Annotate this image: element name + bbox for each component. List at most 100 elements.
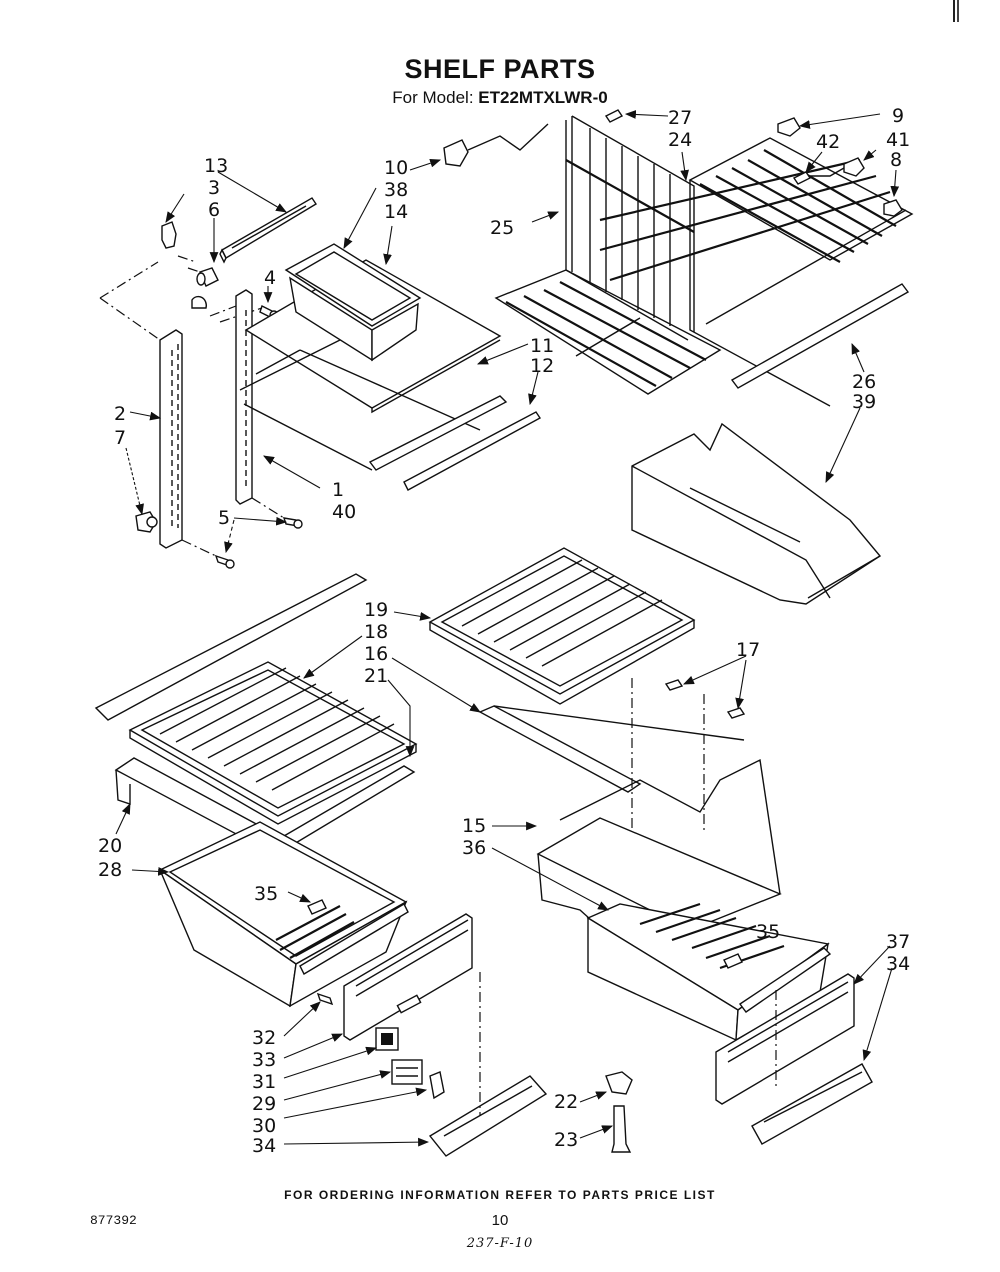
part-10-hinge xyxy=(443,139,469,167)
part-11-shelf-frame xyxy=(239,329,508,471)
callout-26: 26 xyxy=(852,371,876,393)
part-shelf-trim-strip xyxy=(94,573,368,721)
callout-41: 41 xyxy=(886,129,910,151)
part-39-door-bin xyxy=(631,422,882,605)
part-26-shelf-rail xyxy=(730,283,910,389)
part-7-glide xyxy=(135,511,158,533)
part-36-crisper-right xyxy=(586,902,832,1042)
callout-9: 9 xyxy=(892,105,904,127)
assembly-line xyxy=(99,255,263,323)
callout-42: 42 xyxy=(816,131,840,153)
part-23-leveling-leg xyxy=(611,1105,632,1153)
catalog-number: 877392 xyxy=(90,1213,137,1228)
part-38-deli-bin xyxy=(284,243,422,362)
part-30-clip xyxy=(429,1071,445,1100)
callout-33: 33 xyxy=(252,1049,276,1071)
assembly-line xyxy=(99,297,161,341)
part-18-shelf-left xyxy=(128,661,418,825)
callout-28: 28 xyxy=(98,859,122,881)
callout-8: 8 xyxy=(890,149,902,171)
callout-5: 5 xyxy=(218,507,230,529)
part-28-crisper-left xyxy=(158,821,409,1008)
callout-2: 2 xyxy=(114,403,126,425)
callout-19: 19 xyxy=(364,599,388,621)
callout-18: 18 xyxy=(364,621,388,643)
callout-20: 20 xyxy=(98,835,122,857)
part-24-wire-shelf-right xyxy=(599,137,914,407)
callout-40: 40 xyxy=(332,501,356,523)
part-25-wire-shelf-back xyxy=(565,115,695,341)
callout-30: 30 xyxy=(252,1115,276,1137)
part-3-bracket xyxy=(161,221,177,249)
callout-labels: 13 3 6 4 10 38 14 25 27 24 9 42 41 8 11 … xyxy=(98,105,910,1157)
part-35-roller xyxy=(307,899,327,915)
part-1-right-standard xyxy=(235,289,253,505)
part-16-shelf-bracket xyxy=(478,705,745,793)
callout-36: 36 xyxy=(462,837,486,859)
callout-27: 27 xyxy=(668,107,692,129)
callout-4: 4 xyxy=(264,267,276,289)
scan-edge-mark xyxy=(953,0,955,22)
part-42-screw xyxy=(792,167,845,185)
callout-39: 39 xyxy=(852,391,876,413)
model-line: For Model: ET22MTXLWR-0 xyxy=(0,88,1000,108)
callout-3: 3 xyxy=(208,177,220,199)
part-22-roller-support xyxy=(605,1071,633,1095)
break-line xyxy=(467,123,549,151)
part-29-label-plate xyxy=(391,1059,423,1085)
assembly-line xyxy=(631,678,705,830)
part-33-drawer-front xyxy=(343,913,473,1041)
part-17-screws xyxy=(664,679,746,719)
part-35-roller-right xyxy=(723,953,743,969)
part-31-handle-insert xyxy=(375,1027,399,1051)
page-title: SHELF PARTS xyxy=(404,54,596,84)
callout-1: 1 xyxy=(332,479,344,501)
part-25-wire-shelf-floor xyxy=(494,269,722,395)
part-cap xyxy=(191,295,207,309)
callout-10: 10 xyxy=(384,157,408,179)
part-8-stud xyxy=(883,199,903,217)
callout-22: 22 xyxy=(554,1091,578,1113)
part-41-cam xyxy=(843,157,865,177)
model-label: For Model: xyxy=(392,88,474,107)
callout-31: 31 xyxy=(252,1071,276,1093)
callout-21: 21 xyxy=(364,665,388,687)
callout-16: 16 xyxy=(364,643,388,665)
part-12-shelf-rail xyxy=(403,411,542,491)
callout-13: 13 xyxy=(204,155,228,177)
callout-12: 12 xyxy=(530,355,554,377)
part-34-trim-left xyxy=(428,1075,548,1157)
callout-38: 38 xyxy=(384,179,408,201)
callout-35: 35 xyxy=(254,883,278,905)
part-2-left-standard xyxy=(159,329,183,549)
callout-29: 29 xyxy=(252,1093,276,1115)
part-5-screws xyxy=(181,497,303,569)
callout-32: 32 xyxy=(252,1027,276,1049)
callout-6: 6 xyxy=(208,199,220,221)
part-9-cam xyxy=(777,117,801,137)
callout-14: 14 xyxy=(384,201,408,223)
model-number: ET22MTXLWR-0 xyxy=(478,88,608,107)
part-27-screw xyxy=(604,109,624,123)
document-reference: 237-F-10 xyxy=(466,1236,534,1251)
callout-17: 17 xyxy=(736,639,760,661)
callout-34: 34 xyxy=(252,1135,276,1157)
leader-lines xyxy=(115,110,900,1147)
callout-35: 35 xyxy=(756,921,780,943)
callout-7: 7 xyxy=(114,427,126,449)
page-number: 10 xyxy=(491,1212,509,1229)
callout-37: 37 xyxy=(886,931,910,953)
part-19-shelf-right xyxy=(428,547,696,705)
part-13-trim-rail xyxy=(219,197,317,264)
callout-23: 23 xyxy=(554,1129,578,1151)
part-6-bushing xyxy=(196,267,219,287)
scan-edge-mark xyxy=(957,0,959,22)
part-32-screw xyxy=(316,992,334,1006)
callout-25: 25 xyxy=(490,217,514,239)
part-37-drawer-front-right xyxy=(715,973,855,1105)
callout-11: 11 xyxy=(530,335,554,357)
ordering-note: FOR ORDERING INFORMATION REFER TO PARTS … xyxy=(284,1188,716,1202)
part-34-trim-right xyxy=(751,1063,873,1145)
callout-34: 34 xyxy=(886,953,910,975)
